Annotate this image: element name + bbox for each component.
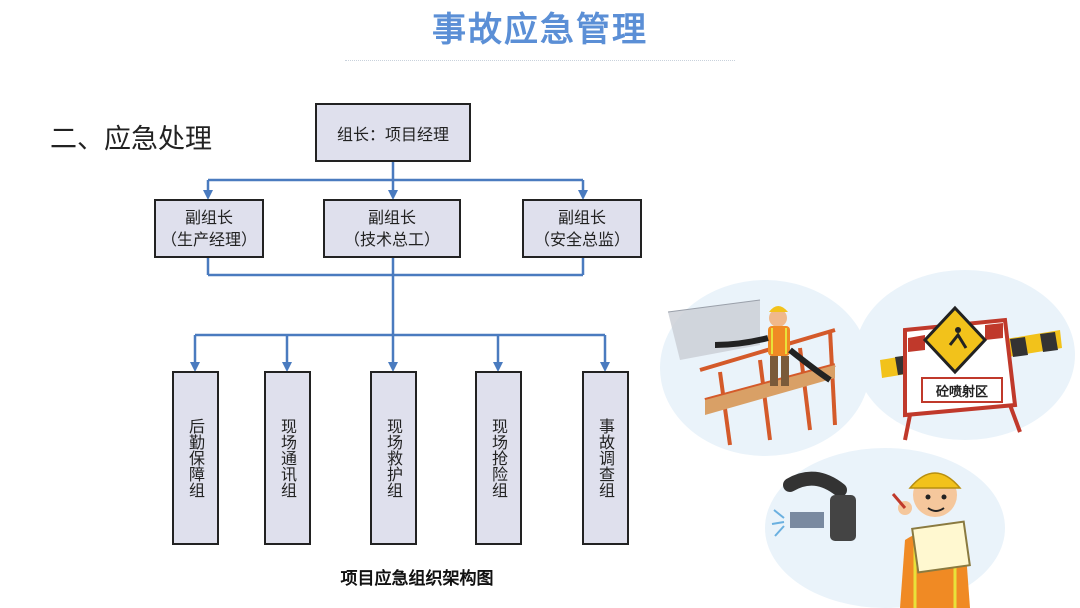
page-title: 事故应急管理 (432, 10, 648, 50)
leader-label: 组长：项目经理 (336, 124, 449, 144)
group-label: 现场救护组 (384, 418, 403, 498)
sign-label: 砼喷射区 (936, 384, 988, 400)
title-divider (345, 60, 735, 61)
deputy-role: 副组长 (557, 207, 606, 227)
group-label: 现场通讯组 (278, 418, 297, 498)
deputy-detail: （技术总工） (343, 229, 440, 249)
org-box-rescue-group: 现场救护组 (370, 371, 417, 545)
inspector-worker-icon (771, 471, 971, 608)
org-box-deputy-safety: 副组长 （安全总监） (522, 199, 642, 258)
deputy-role: 副组长 (184, 207, 233, 227)
warning-sign-icon: 砼喷射区 (880, 305, 1062, 441)
org-box-communication-group: 现场通讯组 (264, 371, 311, 545)
org-box-deputy-production: 副组长 （生产经理） (154, 199, 264, 258)
chart-caption: 项目应急组织架构图 (340, 569, 494, 589)
group-label: 事故调查组 (596, 418, 615, 498)
group-label: 现场抢险组 (489, 418, 508, 498)
section-heading: 二、应急处理 (50, 124, 212, 155)
illustration-backdrop (660, 280, 870, 456)
org-box-leader: 组长：项目经理 (315, 103, 471, 162)
org-box-deputy-technical: 副组长 （技术总工） (323, 199, 461, 258)
deputy-detail: （生产经理） (160, 229, 257, 249)
shotcrete-worker-icon (667, 299, 837, 446)
org-box-investigation-group: 事故调查组 (582, 371, 629, 545)
deputy-detail: （安全总监） (533, 229, 630, 249)
org-box-logistics-group: 后勤保障组 (172, 371, 219, 545)
org-box-emergency-repair-group: 现场抢险组 (475, 371, 522, 545)
deputy-role: 副组长 (367, 207, 416, 227)
group-label: 后勤保障组 (186, 418, 205, 498)
